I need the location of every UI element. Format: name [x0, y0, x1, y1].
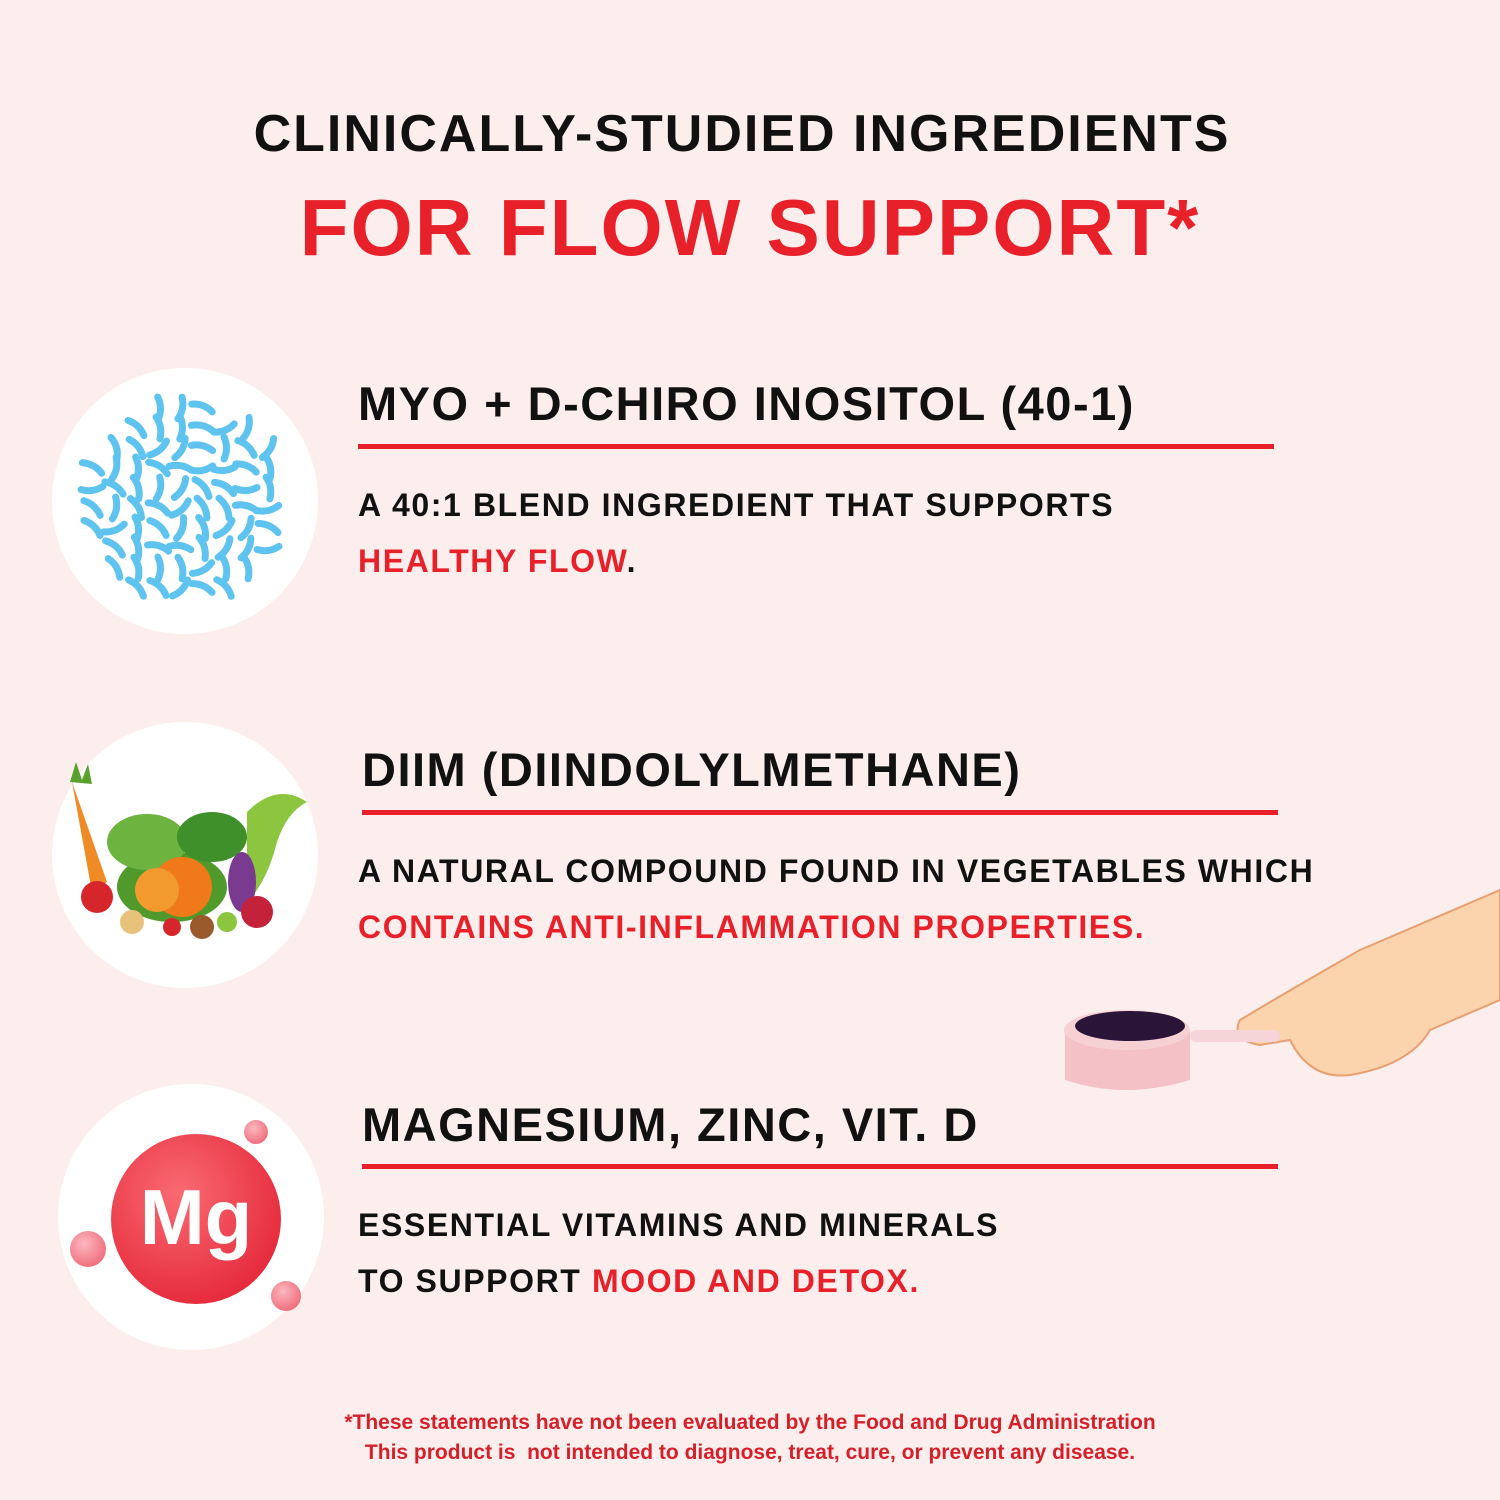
bacterium-shape [210, 420, 238, 436]
bacterium-shape [253, 501, 283, 515]
bacterium-shape [193, 494, 211, 522]
description-plain: TO SUPPORT [358, 1263, 592, 1299]
fda-disclaimer: *These statements have not been evaluate… [0, 1408, 1500, 1468]
bacterium-shape [125, 576, 147, 600]
bacterium-shape [126, 495, 146, 521]
bacterium-shape [173, 514, 188, 542]
description-highlight: HEALTHY FLOW [358, 543, 627, 579]
bacterium-shape [101, 478, 127, 498]
description-end: . [626, 543, 638, 579]
bacterium-shape [195, 533, 209, 563]
bacterium-shape [80, 517, 104, 539]
heading-underline [362, 810, 1278, 815]
description-line: A NATURAL COMPOUND FOUND IN VEGETABLES W… [358, 853, 1315, 889]
bacterium-shape [262, 453, 275, 483]
bacterium-shape [215, 494, 233, 522]
bacterium-shape [77, 482, 107, 495]
bacterium-shape [240, 553, 253, 583]
description-highlight: MOOD AND DETOX. [591, 1263, 920, 1299]
bacterium-shape [165, 541, 195, 554]
bacterium-shape [212, 516, 236, 540]
bacterium-shape [130, 533, 143, 563]
magnesium-icon: Mg [58, 1084, 324, 1350]
title-line-1: CLINICALLY-STUDIED INGREDIENTS [253, 105, 1231, 163]
ingredient-description: ESSENTIAL VITAMINS AND MINERALS TO SUPPO… [358, 1197, 999, 1309]
ingredient-heading: MYO + D-CHIRO INOSITOL (40-1) [358, 377, 1135, 430]
description-highlight: CONTAINS ANTI-INFLAMMATION PROPERTIES. [358, 909, 1146, 945]
bacterium-shape [152, 473, 165, 503]
bacterium-shape [237, 514, 255, 542]
bacterium-shape [187, 421, 217, 435]
bacterium-shape [168, 576, 192, 600]
bacterium-shape [152, 413, 165, 443]
description-line: ESSENTIAL VITAMINS AND MINERALS [358, 1207, 1000, 1243]
hand-scoop-illustration [1064, 888, 1500, 1090]
bacterium-shape [195, 514, 210, 542]
bacterium-shape [125, 435, 147, 461]
bacterium-shape [100, 520, 128, 536]
bacterium-shape [129, 473, 143, 503]
ingredient-heading: MAGNESIUM, ZINC, VIT. D [362, 1098, 979, 1151]
ingredient-heading: DIIM (DIINDOLYLMETHANE) [362, 743, 1022, 796]
bacterium-shape [211, 478, 237, 498]
bacterium-shape [187, 441, 217, 455]
bacterium-shape [254, 519, 282, 537]
disclaimer-line-1: *These statements have not been evaluate… [344, 1411, 1156, 1434]
bacterium-shape [78, 459, 106, 477]
bacterium-shape [231, 484, 261, 494]
bacterium-shape [145, 437, 171, 459]
bacterium-shape [144, 499, 172, 517]
bacteria-icon [52, 368, 318, 634]
bacterium-shape [209, 463, 239, 475]
bacterium-shape [171, 434, 189, 462]
bacterium-shape [165, 461, 195, 474]
ingredient-description: A 40:1 BLEND INGREDIENT THAT SUPPORTS HE… [358, 477, 1114, 589]
bacterium-shape [80, 497, 104, 519]
ingredient-description: A NATURAL COMPOUND FOUND IN VEGETABLES W… [358, 843, 1314, 955]
bacterium-shape [145, 458, 171, 478]
heading-underline [358, 444, 1274, 449]
bacterium-shape [146, 517, 170, 539]
bacterium-shape [170, 475, 190, 501]
bacterium-shape [262, 473, 275, 503]
bacterium-shape [187, 462, 217, 475]
heading-underline [362, 1164, 1278, 1169]
bacterium-shape [102, 537, 126, 559]
bacterium-shape [124, 416, 148, 440]
bacterium-shape [232, 460, 260, 476]
bacterium-shape [213, 576, 235, 600]
bacterium-shape [218, 553, 231, 583]
description-line: A 40:1 BLEND INGREDIENT THAT SUPPORTS [358, 487, 1115, 523]
bacterium-shape [130, 553, 143, 583]
bacterium-shape [188, 580, 216, 596]
bacterium-shape [174, 553, 187, 583]
bacterium-shape [188, 400, 216, 416]
bacterium-shape [154, 553, 164, 583]
bacterium-shape [220, 433, 230, 463]
bacterium-shape [146, 577, 170, 599]
bacterium-shape [188, 559, 216, 577]
magnesium-symbol: Mg [140, 1173, 253, 1261]
bacterium-shape [231, 501, 261, 515]
bacterium-shape [168, 497, 192, 519]
title-line-2: FOR FLOW SUPPORT* [299, 183, 1201, 272]
bacterium-shape [234, 437, 258, 459]
bacterium-shape [253, 542, 283, 555]
vegetables-icon [52, 722, 318, 988]
bacterium-shape [108, 453, 121, 483]
disclaimer-line-2: This product is not intended to diagnose… [364, 1441, 1136, 1464]
bacterium-shape [143, 541, 173, 555]
bacterium-shape [108, 493, 121, 523]
bacterium-shape [104, 555, 124, 581]
bacterium-shape [176, 413, 186, 443]
bacterium-shape [191, 476, 213, 500]
bacterium-shape [239, 413, 253, 443]
